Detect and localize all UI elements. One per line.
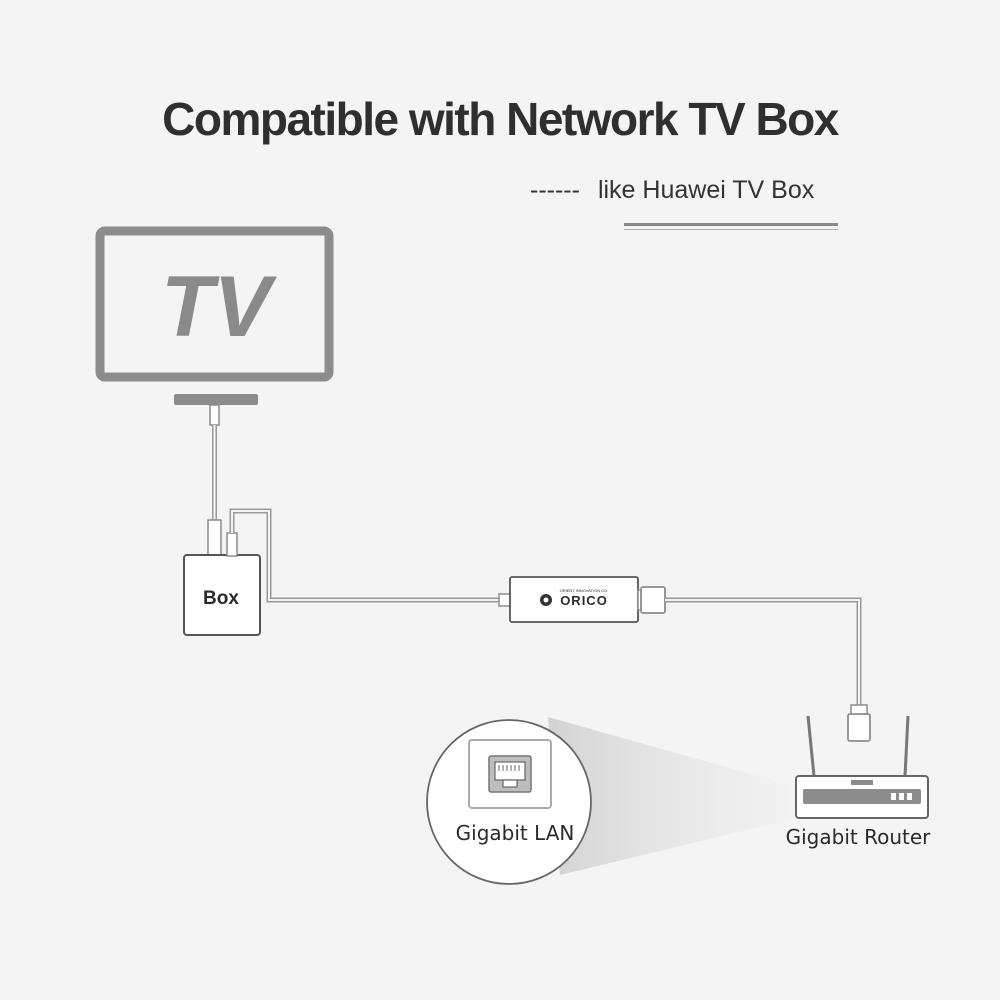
subtitle: ------ like Huawei TV Box — [530, 176, 850, 205]
tv-label: TV — [161, 259, 278, 355]
router-label: Gigabit Router — [786, 825, 932, 849]
usb-cable — [226, 508, 512, 607]
hdmi-cable — [207, 404, 222, 557]
antenna-left — [806, 715, 816, 777]
adapter-tagline: ORIENT INNOVATION CO. — [560, 588, 609, 593]
subtitle-underline — [624, 223, 838, 226]
antenna-right — [903, 715, 910, 777]
router-icon: Gigabit Router — [786, 715, 932, 849]
subtitle-text: like Huawei TV Box — [597, 176, 815, 204]
tv-icon: TV — [95, 226, 334, 405]
box-label: Box — [203, 588, 239, 609]
subtitle-underline-thin — [624, 229, 838, 230]
tv-box-icon: Box — [183, 554, 261, 636]
adapter-brand: ORICO — [560, 593, 608, 608]
lan-label: Gigabit LAN — [456, 821, 575, 845]
ethernet-adapter: ORICO ORIENT INNOVATION CO. — [509, 576, 666, 623]
ethernet-cable — [665, 597, 871, 742]
lan-port-callout: Gigabit LAN — [426, 719, 592, 885]
page-title: Compatible with Network TV Box — [162, 93, 839, 145]
zoom-beam — [548, 717, 797, 875]
subtitle-dash: ------ — [530, 176, 580, 204]
rj45-port-icon — [488, 755, 532, 793]
